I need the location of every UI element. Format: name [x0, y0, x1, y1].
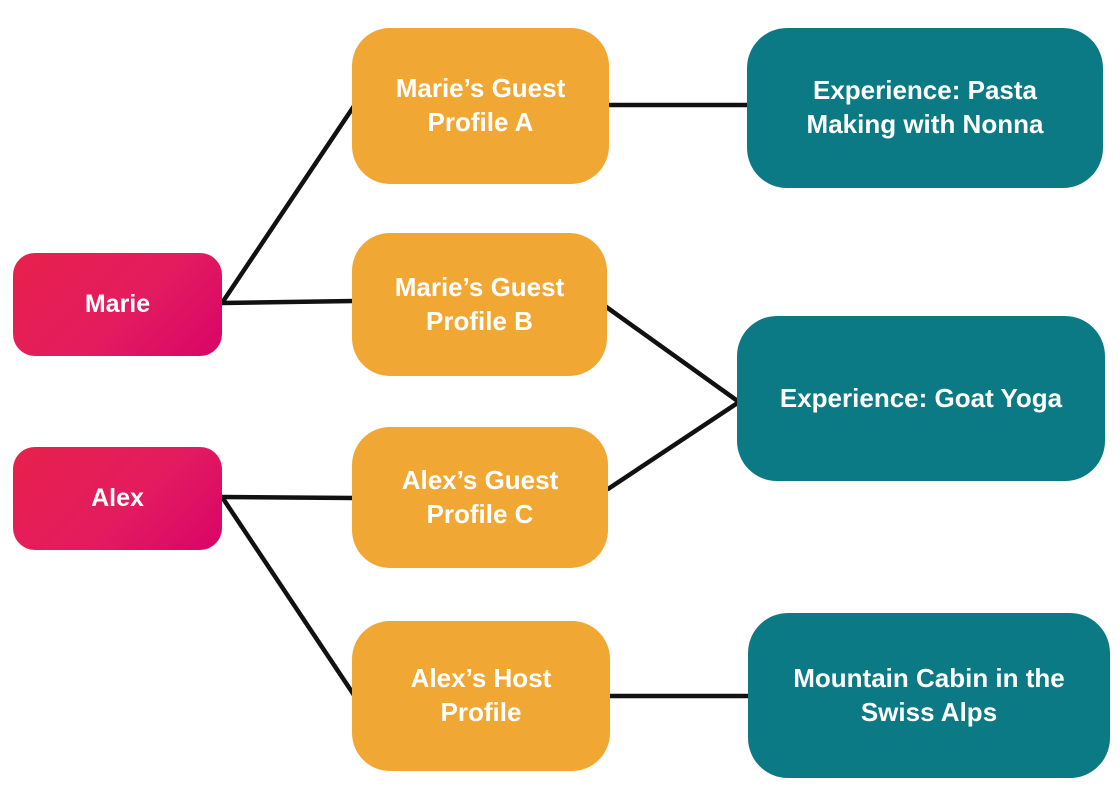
node-alex-guest-profile-c-label-line-1: Alex’s Guest [401, 464, 559, 495]
node-experience-pasta-making: Experience: Pasta Making with Nonna [747, 28, 1103, 188]
node-marie: Marie [13, 253, 222, 356]
node-alex-host-profile: Alex’s Host Profile [352, 621, 610, 771]
node-marie-guest-profile-b-label-line-2: Profile B [426, 305, 533, 336]
node-mountain-cabin-label-line-1: Mountain Cabin in the [793, 662, 1065, 693]
edge-alex-profile-c [219, 494, 357, 501]
node-alex: Alex [13, 447, 222, 550]
node-marie-guest-profile-a-label-line-1: Marie’s Guest [395, 73, 566, 104]
node-marie-guest-profile-b-label-line-1: Marie’s Guest [394, 271, 565, 302]
node-experience-goat-yoga: Experience: Goat Yoga [737, 316, 1105, 481]
node-experience-goat-yoga-label: Experience: Goat Yoga [779, 382, 1063, 413]
node-marie-guest-profile-b: Marie’s Guest Profile B [352, 233, 607, 376]
node-experience-pasta-making-label-line-1: Experience: Pasta [812, 75, 1037, 106]
node-experience-pasta-making-label-line-2: Making with Nonna [806, 109, 1044, 139]
edge-profile-b-goat-yoga [602, 303, 742, 405]
node-marie-label: Marie [84, 290, 151, 319]
node-mountain-cabin: Mountain Cabin in the Swiss Alps [748, 613, 1110, 778]
node-alex-guest-profile-c-label-line-2: Profile C [426, 498, 534, 529]
node-alex-host-profile-label-line-2: Profile [440, 697, 522, 727]
edge-profile-c-goat-yoga [605, 399, 742, 492]
edge-marie-profile-b [219, 298, 357, 306]
node-alex-label: Alex [91, 484, 144, 513]
node-alex-guest-profile-c: Alex’s Guest Profile C [352, 427, 608, 568]
node-alex-host-profile-label-line-1: Alex’s Host [410, 663, 552, 694]
node-marie-guest-profile-a: Marie’s Guest Profile A [352, 28, 609, 184]
edge-alex-host-profile [219, 494, 357, 698]
node-mountain-cabin-label-line-2: Swiss Alps [860, 696, 998, 727]
node-marie-guest-profile-a-label-line-2: Profile A [427, 107, 534, 137]
edge-marie-profile-a [219, 103, 357, 306]
